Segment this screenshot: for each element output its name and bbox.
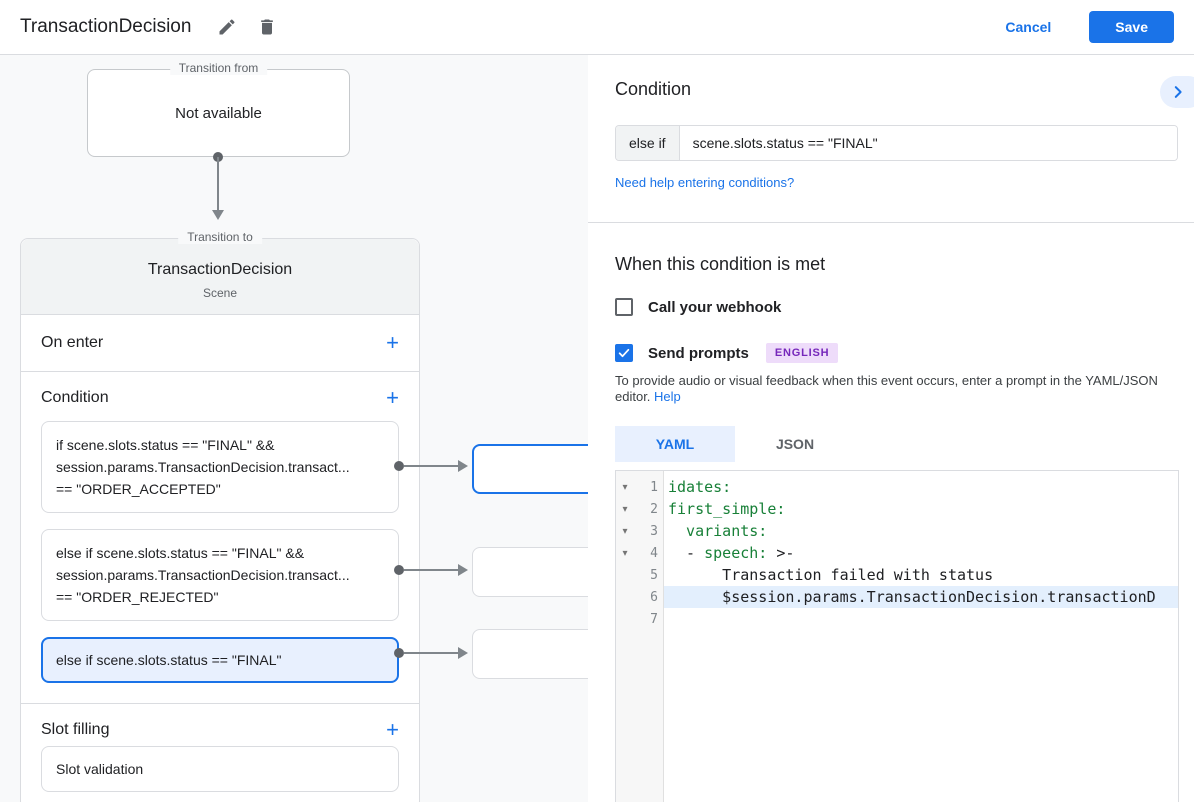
page-title: TransactionDecision: [20, 16, 192, 37]
code-line-1: idates:: [668, 478, 732, 496]
send-prompts-row: Send prompts ENGLISH: [615, 343, 1178, 363]
condition-expression-input[interactable]: [679, 126, 1177, 160]
call-webhook-row: Call your webhook: [615, 298, 1178, 316]
top-bar: TransactionDecision Cancel Save: [0, 0, 1194, 55]
condition-help-link[interactable]: Need help entering conditions?: [615, 175, 795, 190]
code-line-6-active: $session.params.TransactionDecision.tran…: [664, 586, 1178, 608]
cancel-button[interactable]: Cancel: [1005, 19, 1052, 35]
send-prompts-label: Send prompts: [648, 344, 749, 362]
fold-toggle-icon[interactable]: ▾: [622, 547, 628, 559]
connector-line: [217, 157, 219, 210]
transition-from-legend: Transition from: [169, 61, 268, 75]
line-number: 6: [650, 589, 658, 605]
call-webhook-label: Call your webhook: [648, 298, 782, 316]
on-enter-label: On enter: [41, 334, 104, 351]
trash-icon: [257, 17, 277, 37]
condition-item-order-rejected[interactable]: else if scene.slots.status == "FINAL" &&…: [41, 529, 399, 621]
yaml-code-editor[interactable]: ▾ 1 ▾ 2 ▾ 3 ▾ 4 5 6 7 idates: first_simple: …: [615, 470, 1179, 802]
scene-subtitle: Scene: [202, 286, 238, 300]
condition-section-label: Condition: [41, 389, 109, 406]
fold-toggle-icon[interactable]: ▾: [622, 525, 628, 537]
edit-title-button[interactable]: [213, 13, 241, 41]
editor-format-tabs: YAML JSON: [615, 426, 1178, 462]
editor-gutter: ▾ 1 ▾ 2 ▾ 3 ▾ 4 5 6 7: [616, 471, 664, 802]
connector-dot: [394, 648, 404, 658]
transition-target-box-3[interactable]: [472, 629, 588, 679]
prompt-helper-text: To provide audio or visual feedback when…: [615, 373, 1158, 404]
add-condition-button[interactable]: +: [386, 385, 399, 410]
condition-detail-panel: Condition else if Need help entering con…: [588, 55, 1194, 802]
slot-validation-item[interactable]: Slot validation: [41, 746, 399, 792]
transition-to-card: Transition to TransactionDecision Scene …: [20, 230, 420, 802]
on-enter-row[interactable]: On enter +: [21, 315, 419, 372]
scene-card-header: TransactionDecision Scene: [21, 239, 419, 315]
slot-filling-section: Slot filling + Slot validation: [21, 704, 419, 792]
when-met-title: When this condition is met: [615, 254, 826, 274]
save-button[interactable]: Save: [1089, 11, 1174, 43]
line-number: 2: [650, 501, 658, 517]
transition-from-box: Transition from Not available: [87, 61, 350, 157]
arrow-right-icon: [458, 460, 468, 472]
condition-panel-title: Condition: [615, 79, 692, 99]
transition-to-legend: Transition to: [178, 230, 262, 244]
code-line-4: - speech: >-: [668, 544, 795, 562]
connector-line: [404, 652, 460, 654]
code-line-7: [664, 608, 1178, 630]
condition-editor-section: Condition else if Need help entering con…: [588, 55, 1194, 223]
condition-item-final-selected[interactable]: else if scene.slots.status == "FINAL": [41, 637, 399, 683]
help-link[interactable]: Help: [654, 389, 681, 404]
connector-dot: [394, 565, 404, 575]
condition-operator-label: else if: [616, 126, 680, 160]
code-line-5: Transaction failed with status: [668, 566, 994, 584]
condition-section: Condition + if scene.slots.status == "FI…: [21, 372, 419, 704]
call-webhook-checkbox[interactable]: [615, 298, 633, 316]
arrow-right-icon: [458, 564, 468, 576]
condition-input-row: else if: [615, 125, 1178, 161]
scene-title: TransactionDecision: [147, 261, 293, 278]
send-prompts-checkbox[interactable]: [615, 344, 633, 362]
fold-toggle-icon[interactable]: ▾: [622, 481, 628, 493]
transition-target-box-2[interactable]: [472, 547, 588, 597]
check-icon: [617, 346, 631, 360]
slot-filling-label: Slot filling: [41, 721, 110, 738]
code-line-2: first_simple:: [668, 500, 786, 518]
when-condition-met-section: When this condition is met Call your web…: [588, 223, 1194, 802]
editor-content[interactable]: idates: first_simple: variants: - speech…: [664, 471, 1178, 802]
arrow-down-icon: [212, 210, 224, 220]
connector-line: [404, 465, 460, 467]
arrow-right-icon: [458, 647, 468, 659]
tab-json[interactable]: JSON: [735, 426, 855, 462]
fold-toggle-icon[interactable]: ▾: [622, 503, 628, 515]
collapse-panel-button[interactable]: [1160, 76, 1194, 108]
transition-target-box-1[interactable]: [472, 444, 588, 494]
line-number: 1: [650, 479, 658, 495]
add-slot-button[interactable]: +: [386, 717, 399, 742]
transition-from-value: Not available: [175, 104, 262, 122]
flow-canvas: Transition from Not available Transition…: [0, 55, 588, 802]
condition-item-order-accepted[interactable]: if scene.slots.status == "FINAL" && sess…: [41, 421, 399, 513]
connector-line: [404, 569, 460, 571]
line-number: 3: [650, 523, 658, 539]
line-number: 4: [650, 545, 658, 561]
language-badge: ENGLISH: [765, 343, 839, 363]
add-on-enter-button[interactable]: +: [386, 330, 399, 355]
pencil-icon: [217, 17, 237, 37]
line-number: 7: [650, 611, 658, 627]
connector-dot: [394, 461, 404, 471]
chevron-right-icon: [1169, 83, 1187, 101]
line-number: 5: [650, 567, 658, 583]
code-line-3: variants:: [668, 522, 768, 540]
tab-yaml[interactable]: YAML: [615, 426, 735, 462]
delete-scene-button[interactable]: [253, 13, 281, 41]
